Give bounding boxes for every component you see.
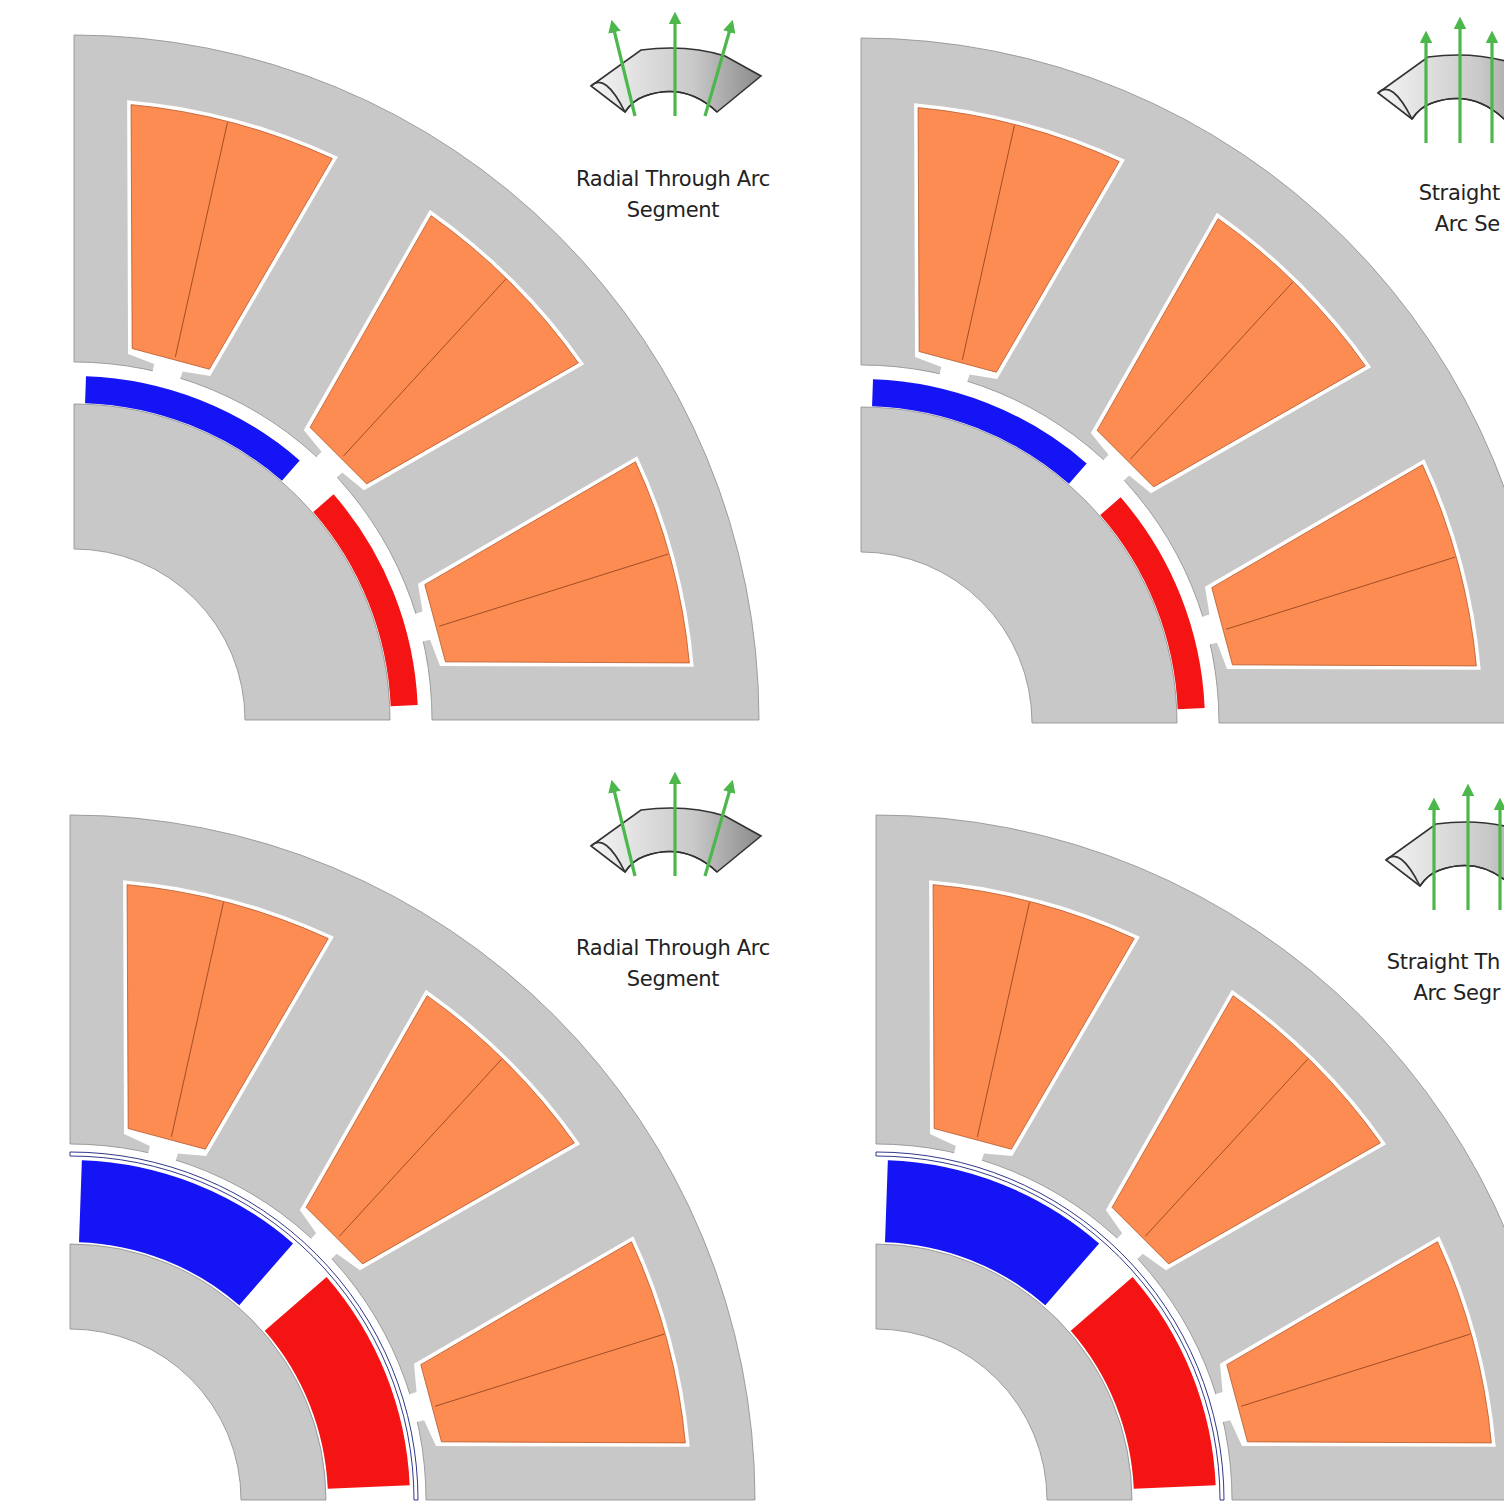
magnet-north xyxy=(1100,497,1204,709)
magnetization-icon xyxy=(1378,23,1504,143)
magnetization-arrow xyxy=(1432,804,1435,910)
magnetization-arrow xyxy=(673,18,676,116)
coil-divider xyxy=(1130,282,1292,459)
rotor-core xyxy=(876,1244,1132,1500)
coil xyxy=(1212,465,1477,666)
coil-divider xyxy=(435,1334,664,1406)
stator-slot xyxy=(929,880,1140,1162)
arc-segment-edge xyxy=(1386,856,1504,886)
magnetization-arrow xyxy=(673,778,676,876)
stator-slot xyxy=(408,1236,690,1447)
coil-divider xyxy=(962,125,1014,360)
arc-segment xyxy=(1378,55,1504,119)
figure-label: Straight Th Arc Segr xyxy=(1368,947,1500,1009)
stator-slot xyxy=(1201,459,1481,670)
motor-quadrant xyxy=(70,815,755,1500)
motor-quadrant xyxy=(74,35,759,720)
retaining-sleeve xyxy=(876,1152,1224,1500)
coil xyxy=(1112,996,1380,1264)
coil-divider xyxy=(339,1059,501,1236)
magnet-north xyxy=(265,1277,410,1489)
coil xyxy=(425,462,690,663)
coil xyxy=(421,1242,686,1443)
coil xyxy=(933,885,1134,1150)
stator-slot xyxy=(123,880,334,1162)
stator-core xyxy=(74,35,759,720)
coil-divider xyxy=(977,902,1029,1137)
figure-label: Radial Through Arc Segment xyxy=(573,164,773,226)
stator-slot xyxy=(127,100,338,380)
motor-quadrant xyxy=(861,38,1504,723)
stator-core xyxy=(70,815,755,1500)
rotor-core xyxy=(70,1244,326,1500)
magnet-south xyxy=(85,376,300,481)
coil-divider xyxy=(1241,1334,1470,1406)
magnetization-arrow xyxy=(705,786,731,876)
figure-label: Straight Arc Se xyxy=(1396,178,1500,240)
coil-divider xyxy=(343,279,505,456)
stator-slot xyxy=(304,210,584,490)
arc-segment xyxy=(1386,822,1504,886)
coil xyxy=(127,885,328,1150)
arc-segment-edge xyxy=(591,842,717,872)
coil xyxy=(1227,1242,1492,1443)
magnet-north xyxy=(313,494,417,706)
magnet-south xyxy=(872,379,1087,484)
coil-divider xyxy=(175,122,227,357)
stator-slot xyxy=(1106,990,1386,1270)
magnet-south xyxy=(885,1160,1099,1305)
arc-segment-edge xyxy=(591,82,717,112)
coil xyxy=(306,996,574,1264)
motor-quadrant xyxy=(876,815,1504,1500)
magnetization-icon xyxy=(591,18,761,116)
stator-slot xyxy=(300,990,580,1270)
arc-segment-edge xyxy=(1378,89,1504,119)
coil-divider xyxy=(1226,557,1455,629)
magnet-north xyxy=(1071,1277,1216,1489)
magnetization-arrow xyxy=(613,26,635,116)
magnetization-arrow xyxy=(1490,37,1493,143)
stator-slot xyxy=(1091,213,1371,493)
magnetization-arrow xyxy=(1424,37,1427,143)
coil xyxy=(918,108,1119,373)
stator-core xyxy=(861,38,1504,723)
coil xyxy=(131,105,332,370)
magnetization-arrow xyxy=(1498,804,1501,910)
coil xyxy=(1097,219,1365,487)
rotor-core xyxy=(74,404,390,720)
stator-slot xyxy=(914,103,1125,383)
retaining-sleeve xyxy=(70,1152,418,1500)
figure-label: Radial Through Arc Segment xyxy=(573,933,773,995)
coil-divider xyxy=(439,554,668,626)
magnet-south xyxy=(79,1160,293,1305)
magnetization-arrow xyxy=(1466,790,1469,910)
stator-slot xyxy=(1214,1236,1496,1447)
rotor-core xyxy=(861,407,1177,723)
coil-divider xyxy=(1145,1059,1307,1236)
magnetization-arrow xyxy=(613,786,635,876)
coil xyxy=(310,216,578,484)
magnetization-arrow xyxy=(1458,23,1461,143)
magnetization-icon xyxy=(591,778,761,876)
stator-core xyxy=(876,815,1504,1500)
magnetization-arrow xyxy=(705,26,731,116)
magnetization-icon xyxy=(1386,790,1504,910)
coil-divider xyxy=(171,902,223,1137)
stator-slot xyxy=(414,456,694,667)
